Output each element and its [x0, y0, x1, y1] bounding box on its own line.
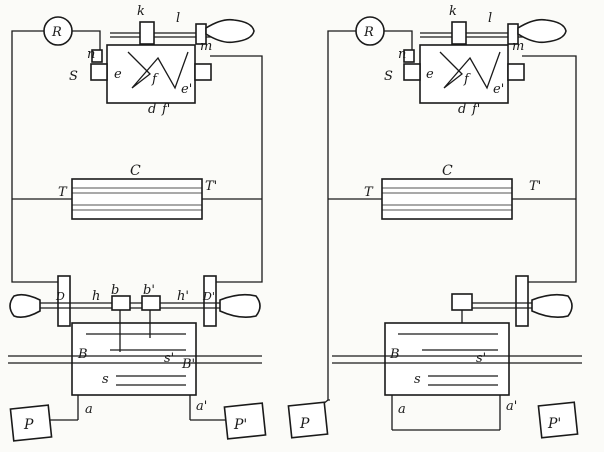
right-pedal-P — [287, 401, 329, 439]
left-label-B-prime: B' — [181, 357, 195, 372]
right-label-R: R — [363, 25, 374, 40]
left-label-b-prime: b' — [143, 283, 155, 298]
left-label-a: a — [85, 402, 93, 417]
left-label-P-prime: P' — [233, 417, 247, 433]
right-label-P: P — [299, 416, 310, 432]
left-label-e-prime: e' — [181, 82, 192, 97]
right-brush-holder — [451, 293, 473, 311]
left-label-f-prime: f' — [161, 102, 170, 117]
left-label-k: k — [137, 4, 145, 19]
right-resistor-R — [355, 16, 385, 46]
right-label-s-prime: s' — [476, 351, 486, 366]
right-wire-R-to-n — [384, 30, 413, 56]
left-label-h: h — [92, 289, 100, 304]
left-wire-R-to-n — [72, 30, 101, 56]
right-label-e: e — [426, 67, 434, 82]
left-label-m: m — [200, 39, 212, 54]
right-top-handle — [517, 18, 567, 44]
right-label-T-prime: T' — [529, 179, 541, 194]
right-label-C: C — [442, 163, 453, 179]
left-block-e — [194, 63, 212, 81]
right-label-k: k — [449, 4, 457, 19]
left-resistor-R — [43, 16, 73, 46]
right-figure: R k l n m S e f e' d f' C T T' — [287, 4, 582, 439]
right-label-d: d — [458, 102, 466, 117]
left-wire-outer — [11, 30, 60, 283]
left-label-f: f — [151, 72, 159, 87]
left-label-h-prime: h' — [177, 289, 189, 304]
left-label-D-prime: D' — [202, 290, 215, 303]
left-label-a-prime: a' — [196, 399, 207, 414]
left-label-T: T — [58, 185, 68, 200]
right-label-m: m — [512, 39, 524, 54]
left-label-l: l — [176, 11, 180, 26]
right-wire-right — [522, 55, 577, 283]
left-top-handle — [205, 18, 255, 44]
right-label-S: S — [384, 69, 393, 84]
right-cylinder-C — [381, 178, 513, 220]
right-wire-outer — [327, 30, 356, 401]
left-figure: R k l n m S e f e' d f' C T T' — [8, 4, 267, 442]
right-label-e-prime: e' — [493, 82, 504, 97]
left-label-d: d — [148, 102, 156, 117]
left-zigzag-spring — [127, 51, 189, 90]
left-wire-right — [210, 55, 263, 283]
left-carriage-box — [71, 322, 197, 396]
right-label-a-prime: a' — [506, 399, 517, 414]
left-lower-handle-right — [219, 293, 261, 318]
right-lower-handle — [531, 293, 573, 318]
left-label-C: C — [130, 163, 141, 179]
right-label-s: s — [414, 372, 421, 387]
left-slider-k — [139, 21, 155, 45]
right-zigzag-spring — [439, 51, 501, 90]
right-pedal-P-prime — [537, 401, 579, 439]
right-label-n: n — [398, 47, 406, 62]
left-label-B: B — [77, 347, 88, 362]
left-block-S — [90, 63, 108, 81]
right-label-l: l — [488, 11, 492, 26]
right-slider-k — [451, 21, 467, 45]
left-pedal-P-prime — [223, 402, 267, 440]
left-label-P: P — [23, 417, 34, 433]
right-label-B: B — [389, 347, 400, 362]
right-breaker-box — [419, 44, 509, 104]
right-label-a: a — [398, 402, 406, 417]
left-lower-handle-left — [9, 293, 41, 318]
right-label-f: f — [463, 72, 471, 87]
left-label-D: D — [55, 290, 65, 303]
left-label-n: n — [87, 47, 95, 62]
left-pedal-P — [9, 404, 53, 442]
left-label-S: S — [69, 69, 78, 84]
left-post-D-prime — [203, 275, 217, 327]
right-label-T: T — [364, 185, 374, 200]
left-label-s-prime: s' — [164, 351, 174, 366]
left-label-s: s — [102, 372, 109, 387]
right-label-f-prime: f' — [471, 102, 480, 117]
left-label-R: R — [51, 25, 62, 40]
left-terminal-n — [91, 49, 103, 63]
left-label-b: b — [111, 283, 119, 298]
right-label-P-prime: P' — [547, 416, 561, 432]
left-cylinder-C — [71, 178, 203, 220]
left-label-e: e — [114, 67, 122, 82]
left-label-T-prime: T' — [205, 179, 217, 194]
right-carriage-box — [384, 322, 510, 396]
left-post-D — [57, 275, 71, 327]
